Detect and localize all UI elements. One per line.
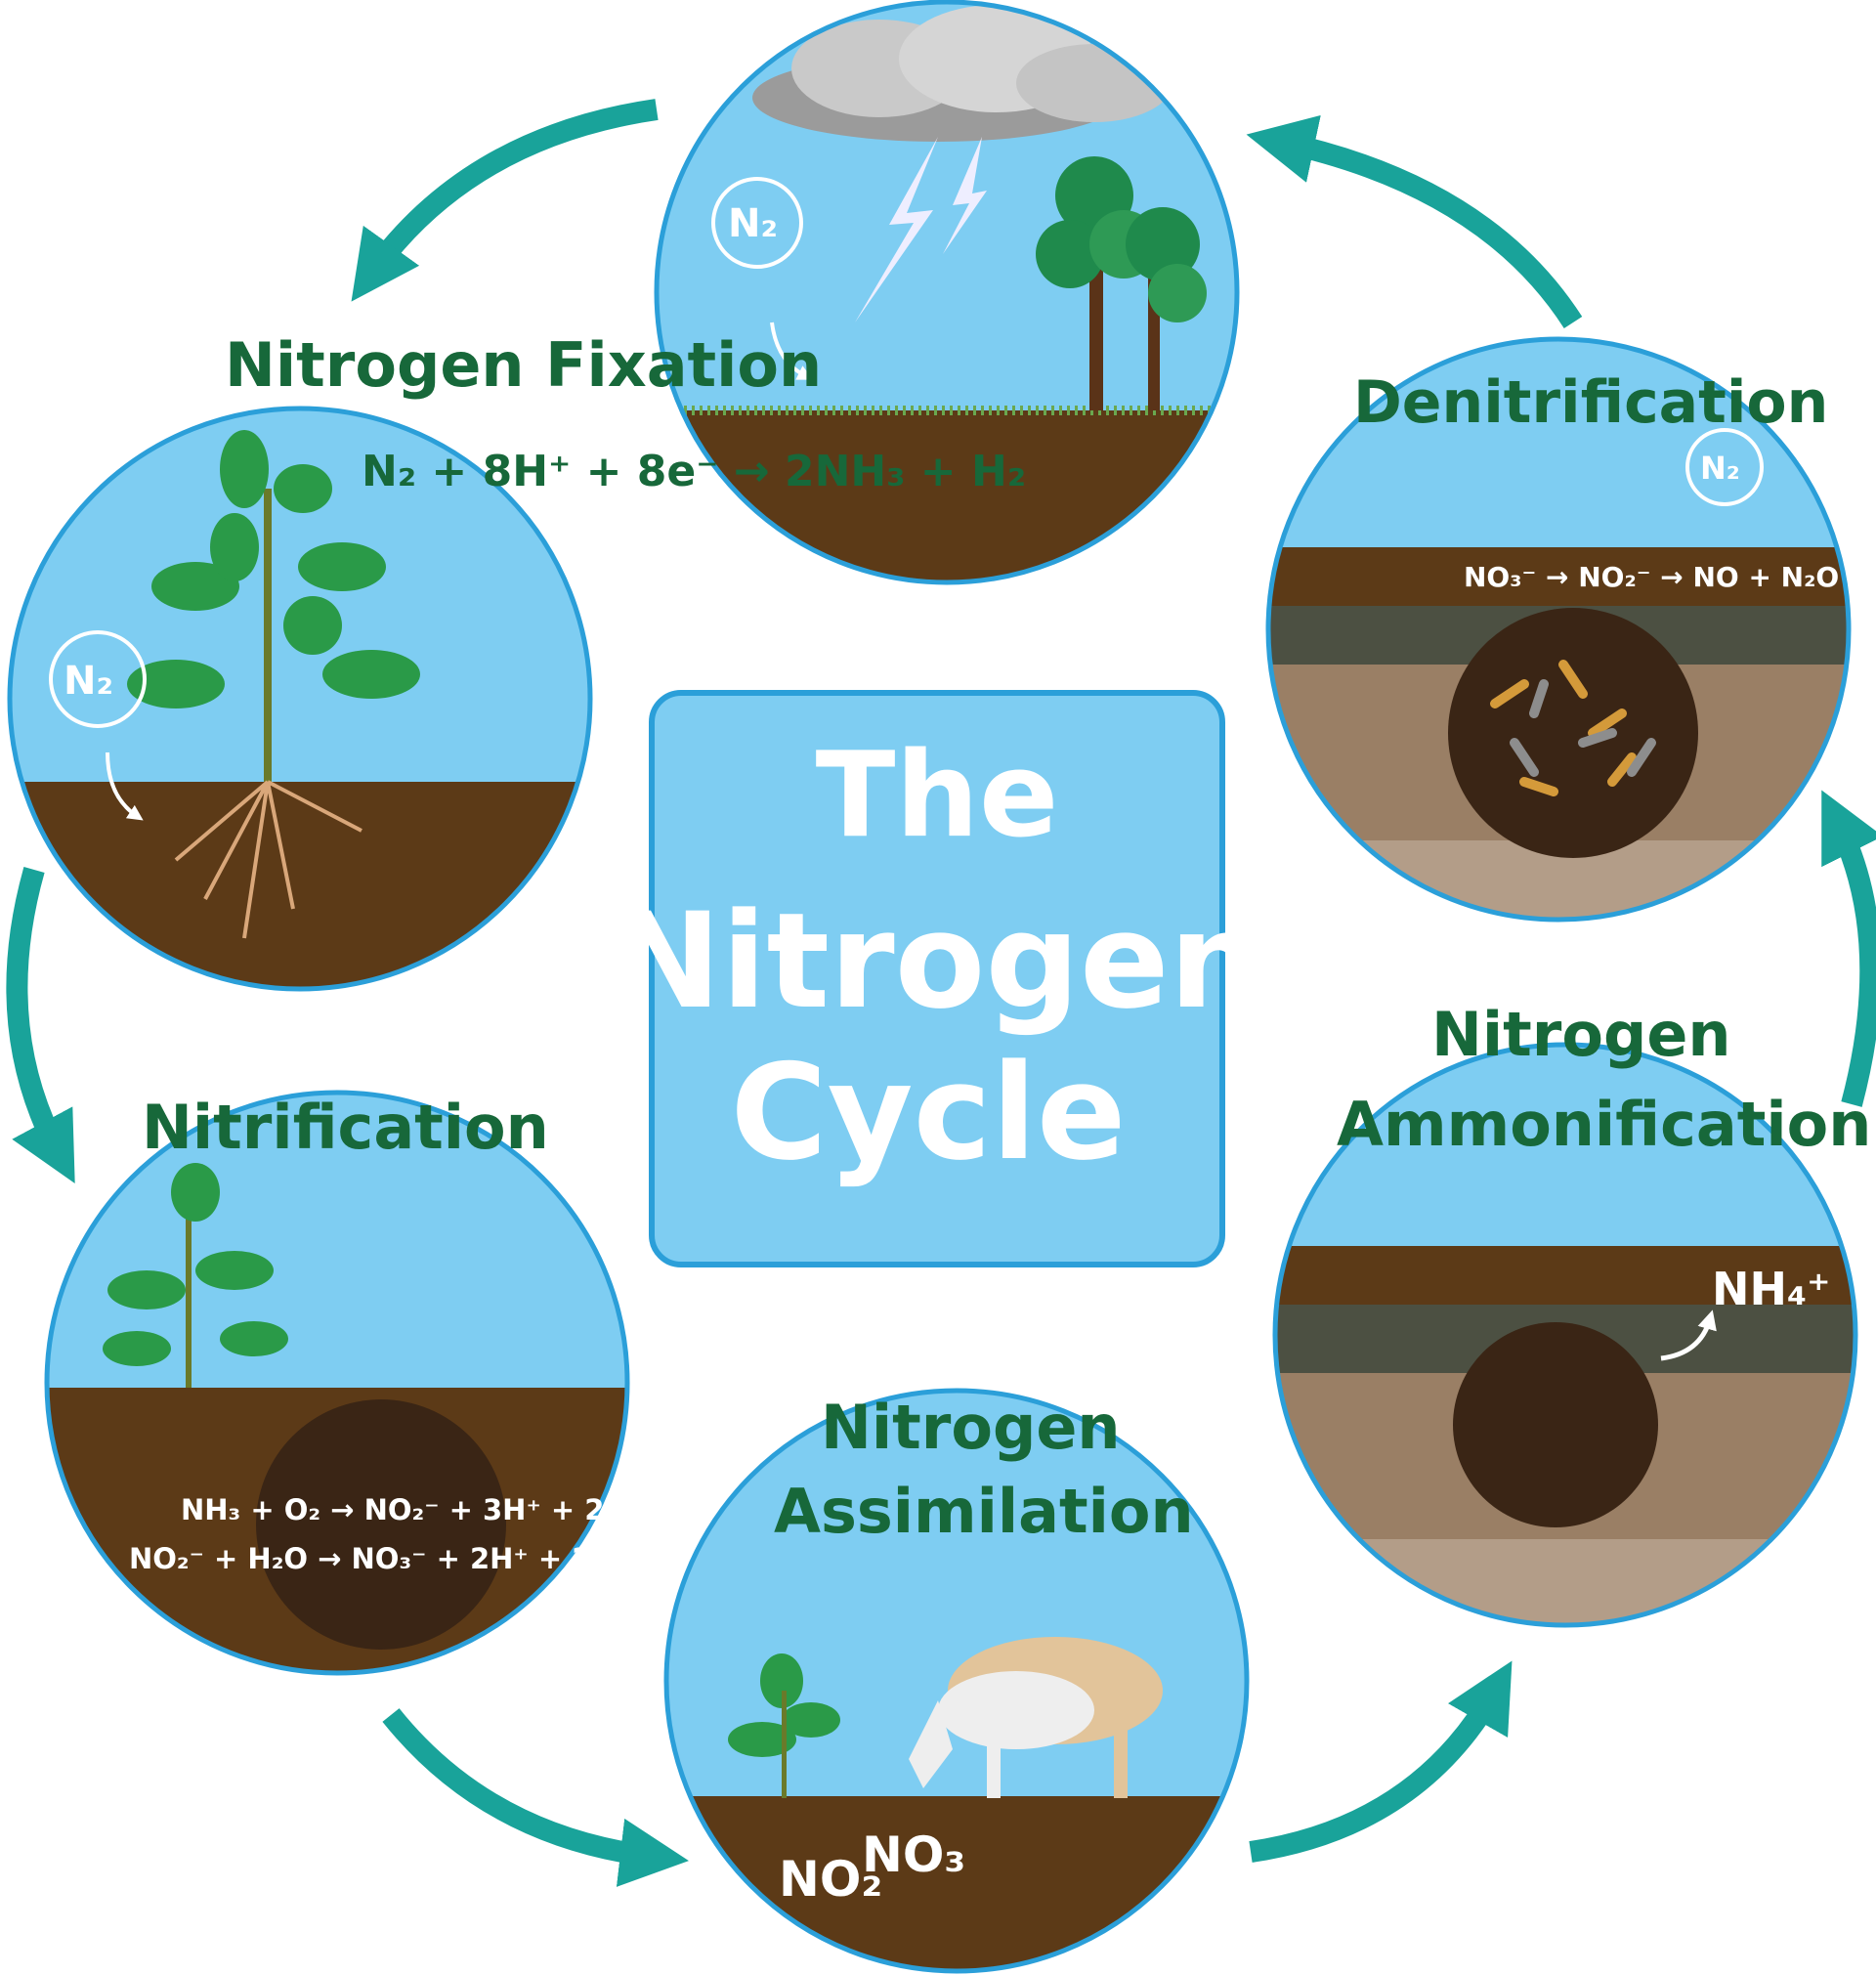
arrow-to-assimilation: [382, 1708, 689, 1887]
denitrification-scene: NO₃⁻ → NO₂⁻ → NO + N₂O → N₂ N₂: [1265, 336, 1876, 923]
arrow-to-fixation: [351, 99, 659, 302]
nitrification-scene: NH₃ + O₂ → NO₂⁻ + 3H⁺ + 2e⁻ NO₂⁻ + H₂O →…: [44, 1090, 638, 1676]
n2-label: N₂: [1700, 450, 1740, 487]
n2-label: N₂: [728, 201, 778, 246]
nitrification-equation-1: NH₃ + O₂ → NO₂⁻ + 3H⁺ + 2e⁻: [181, 1493, 638, 1526]
ammonification-title-line2: Ammonification: [1337, 1089, 1871, 1160]
cow-icon: [909, 1637, 1163, 1798]
nitrate-label: NO₃: [862, 1826, 965, 1883]
lightning-icon: [855, 137, 938, 322]
plant-icon: [127, 430, 420, 782]
atmosphere-lightning-scene: N₂: [654, 0, 1240, 585]
arrow-to-nitrification: [6, 867, 75, 1183]
plant-icon: [103, 1163, 288, 1388]
arrow-to-ammonification: [1249, 1660, 1513, 1863]
nitrification-equation-2: NO₂⁻ + H₂O → NO₃⁻ + 2H⁺ + 2e⁻: [129, 1542, 625, 1575]
n2-gas-cloud-icon: N₂: [1685, 428, 1764, 506]
plant-icon: [728, 1653, 840, 1798]
n2-gas-cloud-icon: N₂: [711, 177, 803, 269]
denitrification-equation: NO₃⁻ → NO₂⁻ → NO + N₂O → N₂: [1464, 561, 1876, 593]
nitrite-label: NO₂: [779, 1851, 882, 1908]
soil-bacteria-icon: [1448, 608, 1698, 858]
cycle-arrows: [6, 99, 1876, 1887]
title-line-3: Cycle: [731, 1036, 1127, 1189]
n2-gas-cloud-icon: N₂: [49, 630, 147, 728]
title-line-2: Nitrogen: [611, 884, 1262, 1038]
tree-icon: [1036, 156, 1207, 410]
soil-bacteria-icon: [256, 1399, 506, 1650]
assimilation-scene: NO₂ NO₃: [663, 1388, 1250, 1974]
cloud-icon: [752, 5, 1172, 142]
n2-label: N₂: [64, 659, 113, 704]
denitrification-title: Denitrification: [1353, 368, 1828, 437]
arrow-to-denitrification: [1821, 790, 1876, 1107]
nitrification-title: Nitrification: [142, 1092, 549, 1163]
arrow-to-atmosphere: [1246, 114, 1583, 328]
center-title-box: The Nitrogen Cycle: [611, 690, 1263, 1267]
nitrogen-fixation-title: Nitrogen Fixation: [225, 329, 822, 401]
ammonification-title-line1: Nitrogen: [1431, 999, 1731, 1070]
title-line-1: The: [816, 728, 1059, 864]
assimilation-title-line1: Nitrogen: [821, 1392, 1121, 1463]
ammonium-label: NH₄⁺: [1712, 1263, 1830, 1315]
assimilation-title-line2: Assimilation: [774, 1476, 1194, 1547]
roots-icon: [174, 780, 362, 939]
decomposing-matter-icon: [1453, 1322, 1658, 1527]
nitrogen-fixation-equation: N₂ + 8H⁺ + 8e⁻ → 2NH₃ + H₂: [362, 447, 1026, 496]
ammonification-scene: NH₄⁺: [1272, 1042, 1858, 1628]
